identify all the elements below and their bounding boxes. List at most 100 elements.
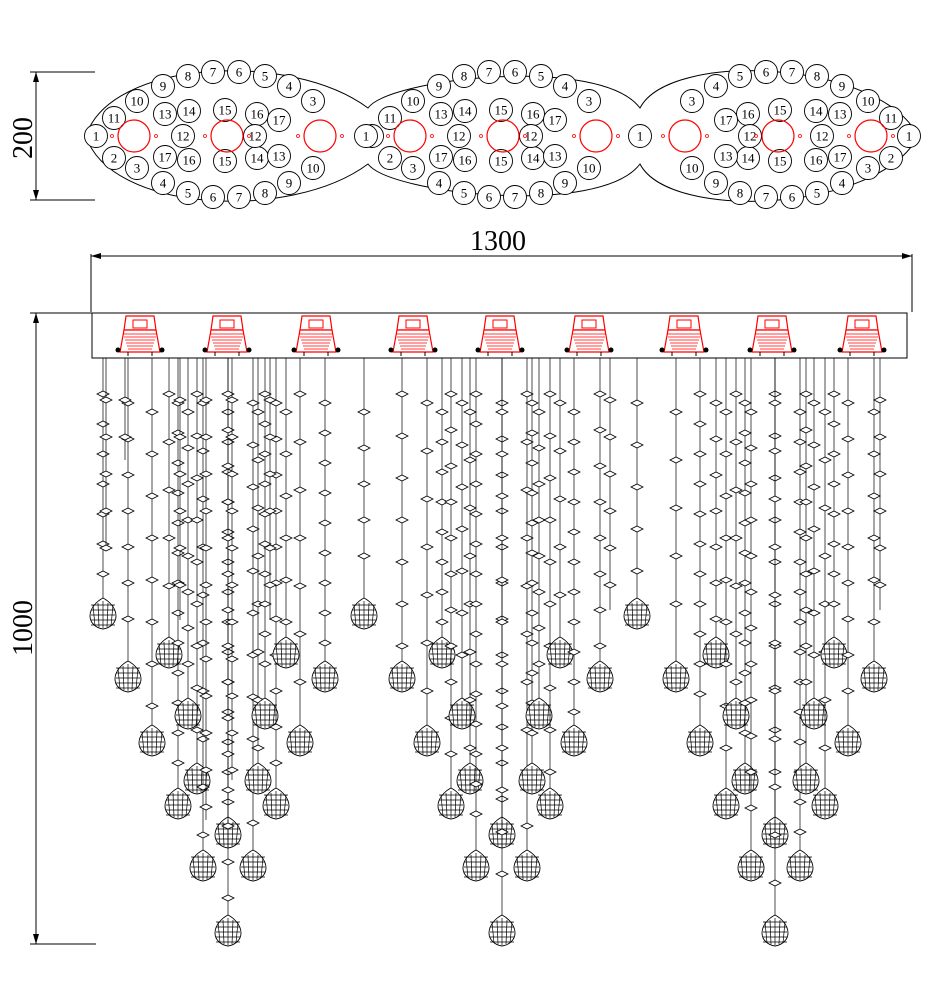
plan-crystal-number: 9	[436, 79, 443, 94]
plan-crystal: 16	[453, 148, 477, 172]
crystal-strand	[820, 358, 848, 669]
plan-crystal-number: 5	[262, 69, 269, 84]
plan-crystal-number: 6	[763, 65, 770, 80]
crystal-strand	[251, 358, 279, 730]
plan-crystal: 6	[227, 60, 251, 84]
plan-crystal-number: 4	[286, 79, 293, 94]
crystal-strand	[662, 358, 690, 693]
plan-lamp-circle	[296, 119, 344, 153]
crystal-strand	[262, 358, 290, 820]
plan-crystal: 15	[489, 149, 513, 173]
plan-crystal: 12	[171, 124, 195, 148]
plan-crystal-number: 9	[839, 79, 846, 94]
plan-crystal: 4	[427, 171, 451, 195]
crystal-strand	[860, 358, 888, 693]
plan-crystal: 3	[577, 89, 601, 113]
plan-crystal-number: 10	[686, 161, 699, 176]
plan-crystal: 10	[856, 89, 880, 113]
height-dimension-top: 200	[8, 71, 95, 201]
lamp-fixture	[202, 315, 252, 356]
bead-strand	[263, 358, 277, 620]
plan-crystal: 6	[780, 185, 804, 209]
plan-crystal-number: 12	[453, 129, 466, 144]
lamp-fixture	[115, 315, 165, 356]
crystal-strand	[437, 358, 465, 820]
plan-crystal-number: 10	[407, 94, 420, 109]
plan-crystal-number: 3	[689, 94, 696, 109]
crystal-strand	[448, 358, 476, 730]
plan-crystal-number: 6	[789, 190, 796, 205]
plan-crystal: 15	[768, 98, 792, 122]
plan-crystal-number: 17	[720, 113, 734, 128]
plan-crystal: 1	[84, 124, 108, 148]
plan-crystal: 4	[553, 74, 577, 98]
crystal-strands	[89, 358, 888, 947]
lamp-fixture	[837, 315, 887, 356]
plan-crystal-number: 10	[583, 161, 596, 176]
plan-crystal: 1	[628, 124, 652, 148]
plan-crystal-number: 3	[134, 161, 141, 176]
crystal-strand	[737, 358, 765, 882]
crystal-strand	[702, 358, 730, 669]
crystal-strand	[834, 358, 862, 757]
crystal-strand	[286, 358, 314, 757]
lamp-fixture	[475, 315, 525, 356]
plan-crystal: 3	[680, 89, 704, 113]
lamp-fixture	[564, 315, 614, 356]
crystal-strand	[239, 358, 267, 882]
plan-crystal-number: 13	[549, 149, 562, 164]
plan-crystal-number: 1	[637, 129, 644, 144]
plan-crystal-number: 15	[774, 103, 787, 118]
plan-crystal: 11	[879, 106, 903, 130]
plan-crystal: 17	[828, 145, 852, 169]
plan-view: 1112103948576675849310131714161515161417…	[84, 60, 921, 209]
plan-crystal-number: 5	[538, 69, 545, 84]
plan-crystal-number: 16	[183, 153, 197, 168]
plan-crystal: 9	[553, 171, 577, 195]
plan-crystal: 1	[897, 124, 921, 148]
crystal-strand	[214, 358, 242, 947]
plan-crystal-number: 6	[486, 190, 493, 205]
bead-strand	[225, 358, 239, 780]
plan-crystal: 15	[213, 149, 237, 173]
plan-crystal-number: 9	[562, 176, 569, 191]
plan-crystal-number: 3	[410, 161, 417, 176]
plan-crystal: 16	[736, 102, 760, 126]
plan-crystal: 7	[477, 60, 501, 84]
plan-crystal: 10	[577, 156, 601, 180]
plan-crystal-number: 14	[459, 104, 473, 119]
plan-crystal-number: 4	[436, 176, 443, 191]
plan-crystal: 6	[477, 185, 501, 209]
height-top-label: 200	[8, 117, 39, 159]
height-dimension-total: 1000	[8, 312, 96, 945]
plan-crystal-number: 6	[210, 190, 217, 205]
plan-crystal-number: 13	[435, 107, 448, 122]
plan-crystal: 3	[856, 156, 880, 180]
plan-crystal-number: 17	[435, 150, 449, 165]
bead-strand	[199, 358, 213, 820]
plan-crystal-number: 11	[108, 111, 121, 126]
crystal-strand	[536, 358, 564, 820]
plan-crystal-number: 10	[862, 94, 875, 109]
plan-crystal-number: 1	[906, 129, 913, 144]
crystal-strand	[114, 358, 142, 693]
plan-crystal: 11	[378, 106, 402, 130]
plan-crystal: 9	[151, 74, 175, 98]
plan-crystal: 8	[805, 64, 829, 88]
plan-crystal-number: 14	[251, 151, 265, 166]
plan-crystal-number: 9	[286, 176, 293, 191]
plan-crystal: 9	[704, 171, 728, 195]
crystal-strand	[786, 358, 814, 882]
plan-crystal-number: 14	[183, 104, 197, 119]
plan-crystal-number: 15	[495, 103, 508, 118]
plan-crystal-number: 7	[210, 65, 217, 80]
plan-crystal: 2	[102, 146, 126, 170]
crystal-strand	[546, 358, 574, 669]
lamp-fixture	[388, 315, 438, 356]
crystal-strand	[413, 358, 441, 757]
crystal-strand	[586, 358, 614, 693]
plan-lamp-circle	[203, 119, 251, 153]
plan-crystal-number: 7	[486, 65, 493, 80]
plan-crystal: 4	[277, 74, 301, 98]
plan-crystal: 10	[125, 89, 149, 113]
